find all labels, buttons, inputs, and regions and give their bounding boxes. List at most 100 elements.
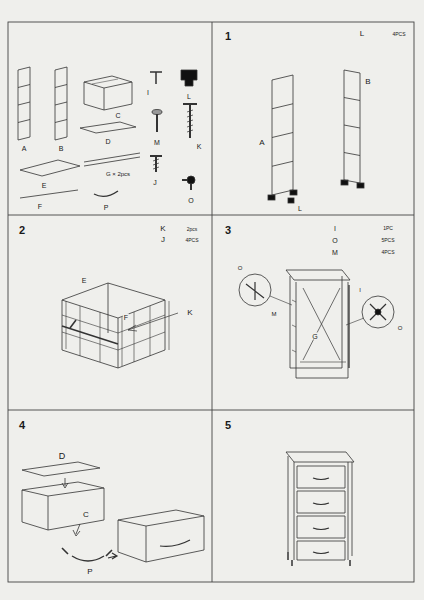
parts-list-stroke: [187, 176, 195, 184]
part-count: 5PCS: [380, 238, 395, 243]
step-number: 4: [18, 420, 26, 431]
panel-grid: [8, 22, 414, 582]
parts-list-stroke: [20, 190, 78, 198]
step1-frames-stroke: [344, 125, 360, 128]
step1-frames-stroke: [344, 180, 360, 183]
parts-list-stroke: [18, 120, 30, 123]
part-letter: J: [152, 179, 158, 186]
step4-drawer-stroke: [62, 548, 112, 556]
step3-cabinet-stroke: [239, 274, 271, 306]
step4-drawer-stroke: [72, 556, 104, 561]
step1-frames-stroke: [272, 190, 293, 195]
parts-list-stroke: [84, 76, 132, 110]
part-letter: M: [271, 311, 278, 317]
part-letter: G: [311, 333, 318, 340]
step4-drawer-stroke: [108, 553, 117, 559]
step3-cabinet: [239, 270, 394, 378]
step4-drawer-stroke: [22, 482, 104, 530]
part-count: 4PCS: [391, 32, 406, 37]
step5-dresser-stroke: [313, 478, 329, 554]
step-number: 1: [224, 31, 232, 42]
parts-list-stroke: [55, 102, 67, 105]
step1-frames: [268, 70, 364, 203]
part-letter: L: [297, 205, 303, 212]
part-letter: K: [159, 225, 166, 233]
parts-list-stroke: [80, 122, 136, 133]
part-letter: M: [153, 139, 161, 146]
parts-list-stroke: [181, 70, 197, 86]
step3-cabinet-stroke: [362, 296, 394, 328]
part-letter: I: [358, 287, 362, 293]
parts-list-stroke: [183, 104, 197, 138]
step1-frames-stroke: [272, 161, 293, 166]
part-letter: F: [37, 203, 43, 210]
step1-frames-stroke: [344, 70, 360, 73]
part-letter: P: [103, 204, 110, 211]
step1-frames-stroke: [272, 75, 293, 80]
parts-list-stroke: [18, 137, 30, 140]
part-count: 4PCS: [380, 250, 395, 255]
step3-cabinet-stroke: [290, 368, 348, 378]
step1-frames-stroke: [268, 195, 275, 200]
step2-frame-stroke: [80, 306, 150, 362]
parts-list-stroke: [18, 102, 30, 105]
part-letter: O: [397, 325, 404, 331]
parts-list-stroke: [55, 137, 67, 140]
step1-frames-stroke: [288, 198, 294, 203]
parts-list-stroke: [152, 110, 162, 115]
part-count: 2pcs: [186, 227, 199, 232]
parts-list-stroke: [55, 120, 67, 123]
step2-frame-stroke: [62, 283, 165, 368]
parts-list-stroke: [84, 153, 140, 162]
step2-frame-stroke: [66, 301, 169, 366]
step2-frame-stroke: [128, 325, 137, 331]
step1-frames-stroke: [344, 98, 360, 101]
parts-list-stroke: [150, 72, 162, 84]
part-letter: L: [359, 30, 365, 38]
step1-frames-stroke: [344, 153, 360, 156]
part-letter: P: [86, 568, 93, 576]
parts-list: [18, 67, 197, 198]
step3-cabinet-stroke: [349, 285, 350, 368]
part-count: 4PCS: [184, 238, 199, 243]
parts-list-stroke: [84, 157, 140, 166]
parts-list-stroke: [55, 67, 67, 70]
step1-frames-stroke: [272, 133, 293, 138]
part-letter: A: [258, 139, 265, 147]
parts-list-stroke: [92, 79, 118, 84]
step2-frame-stroke: [62, 315, 165, 350]
step4-drawer: [22, 462, 204, 562]
part-letter: A: [21, 145, 28, 152]
panel-grid-stroke: [8, 22, 414, 582]
step2-frame-stroke: [70, 320, 76, 328]
step4-drawer-stroke: [160, 540, 190, 546]
part-letter: L: [186, 93, 192, 100]
parts-list-stroke: [20, 160, 80, 176]
step2-frame-stroke: [128, 313, 178, 330]
part-letter: B: [58, 145, 65, 152]
part-letter: K: [196, 143, 203, 150]
step3-cabinet-stroke: [246, 282, 264, 300]
step3-cabinet-stroke: [349, 285, 350, 368]
part-letter: E: [41, 182, 48, 189]
parts-list-stroke: [153, 159, 159, 169]
step5-dresser-stroke: [286, 452, 354, 462]
step2-frame: [62, 283, 178, 368]
step4-drawer-stroke: [118, 510, 204, 562]
step1-frames-stroke: [357, 183, 364, 188]
part-letter: J: [160, 236, 166, 244]
part-letter: I: [333, 225, 337, 232]
parts-list-stroke: [18, 67, 30, 70]
step3-cabinet-stroke: [290, 276, 348, 378]
part-letter: O: [237, 265, 244, 271]
parts-list-stroke: [55, 85, 67, 88]
step-number: 5: [224, 420, 232, 431]
step4-drawer-stroke: [22, 462, 100, 476]
part-letter: E: [81, 277, 88, 284]
panel-grid-stroke: [8, 410, 414, 411]
step1-frames-stroke: [272, 104, 293, 109]
step2-frame-stroke: [62, 350, 165, 368]
step3-cabinet-stroke: [370, 304, 386, 320]
